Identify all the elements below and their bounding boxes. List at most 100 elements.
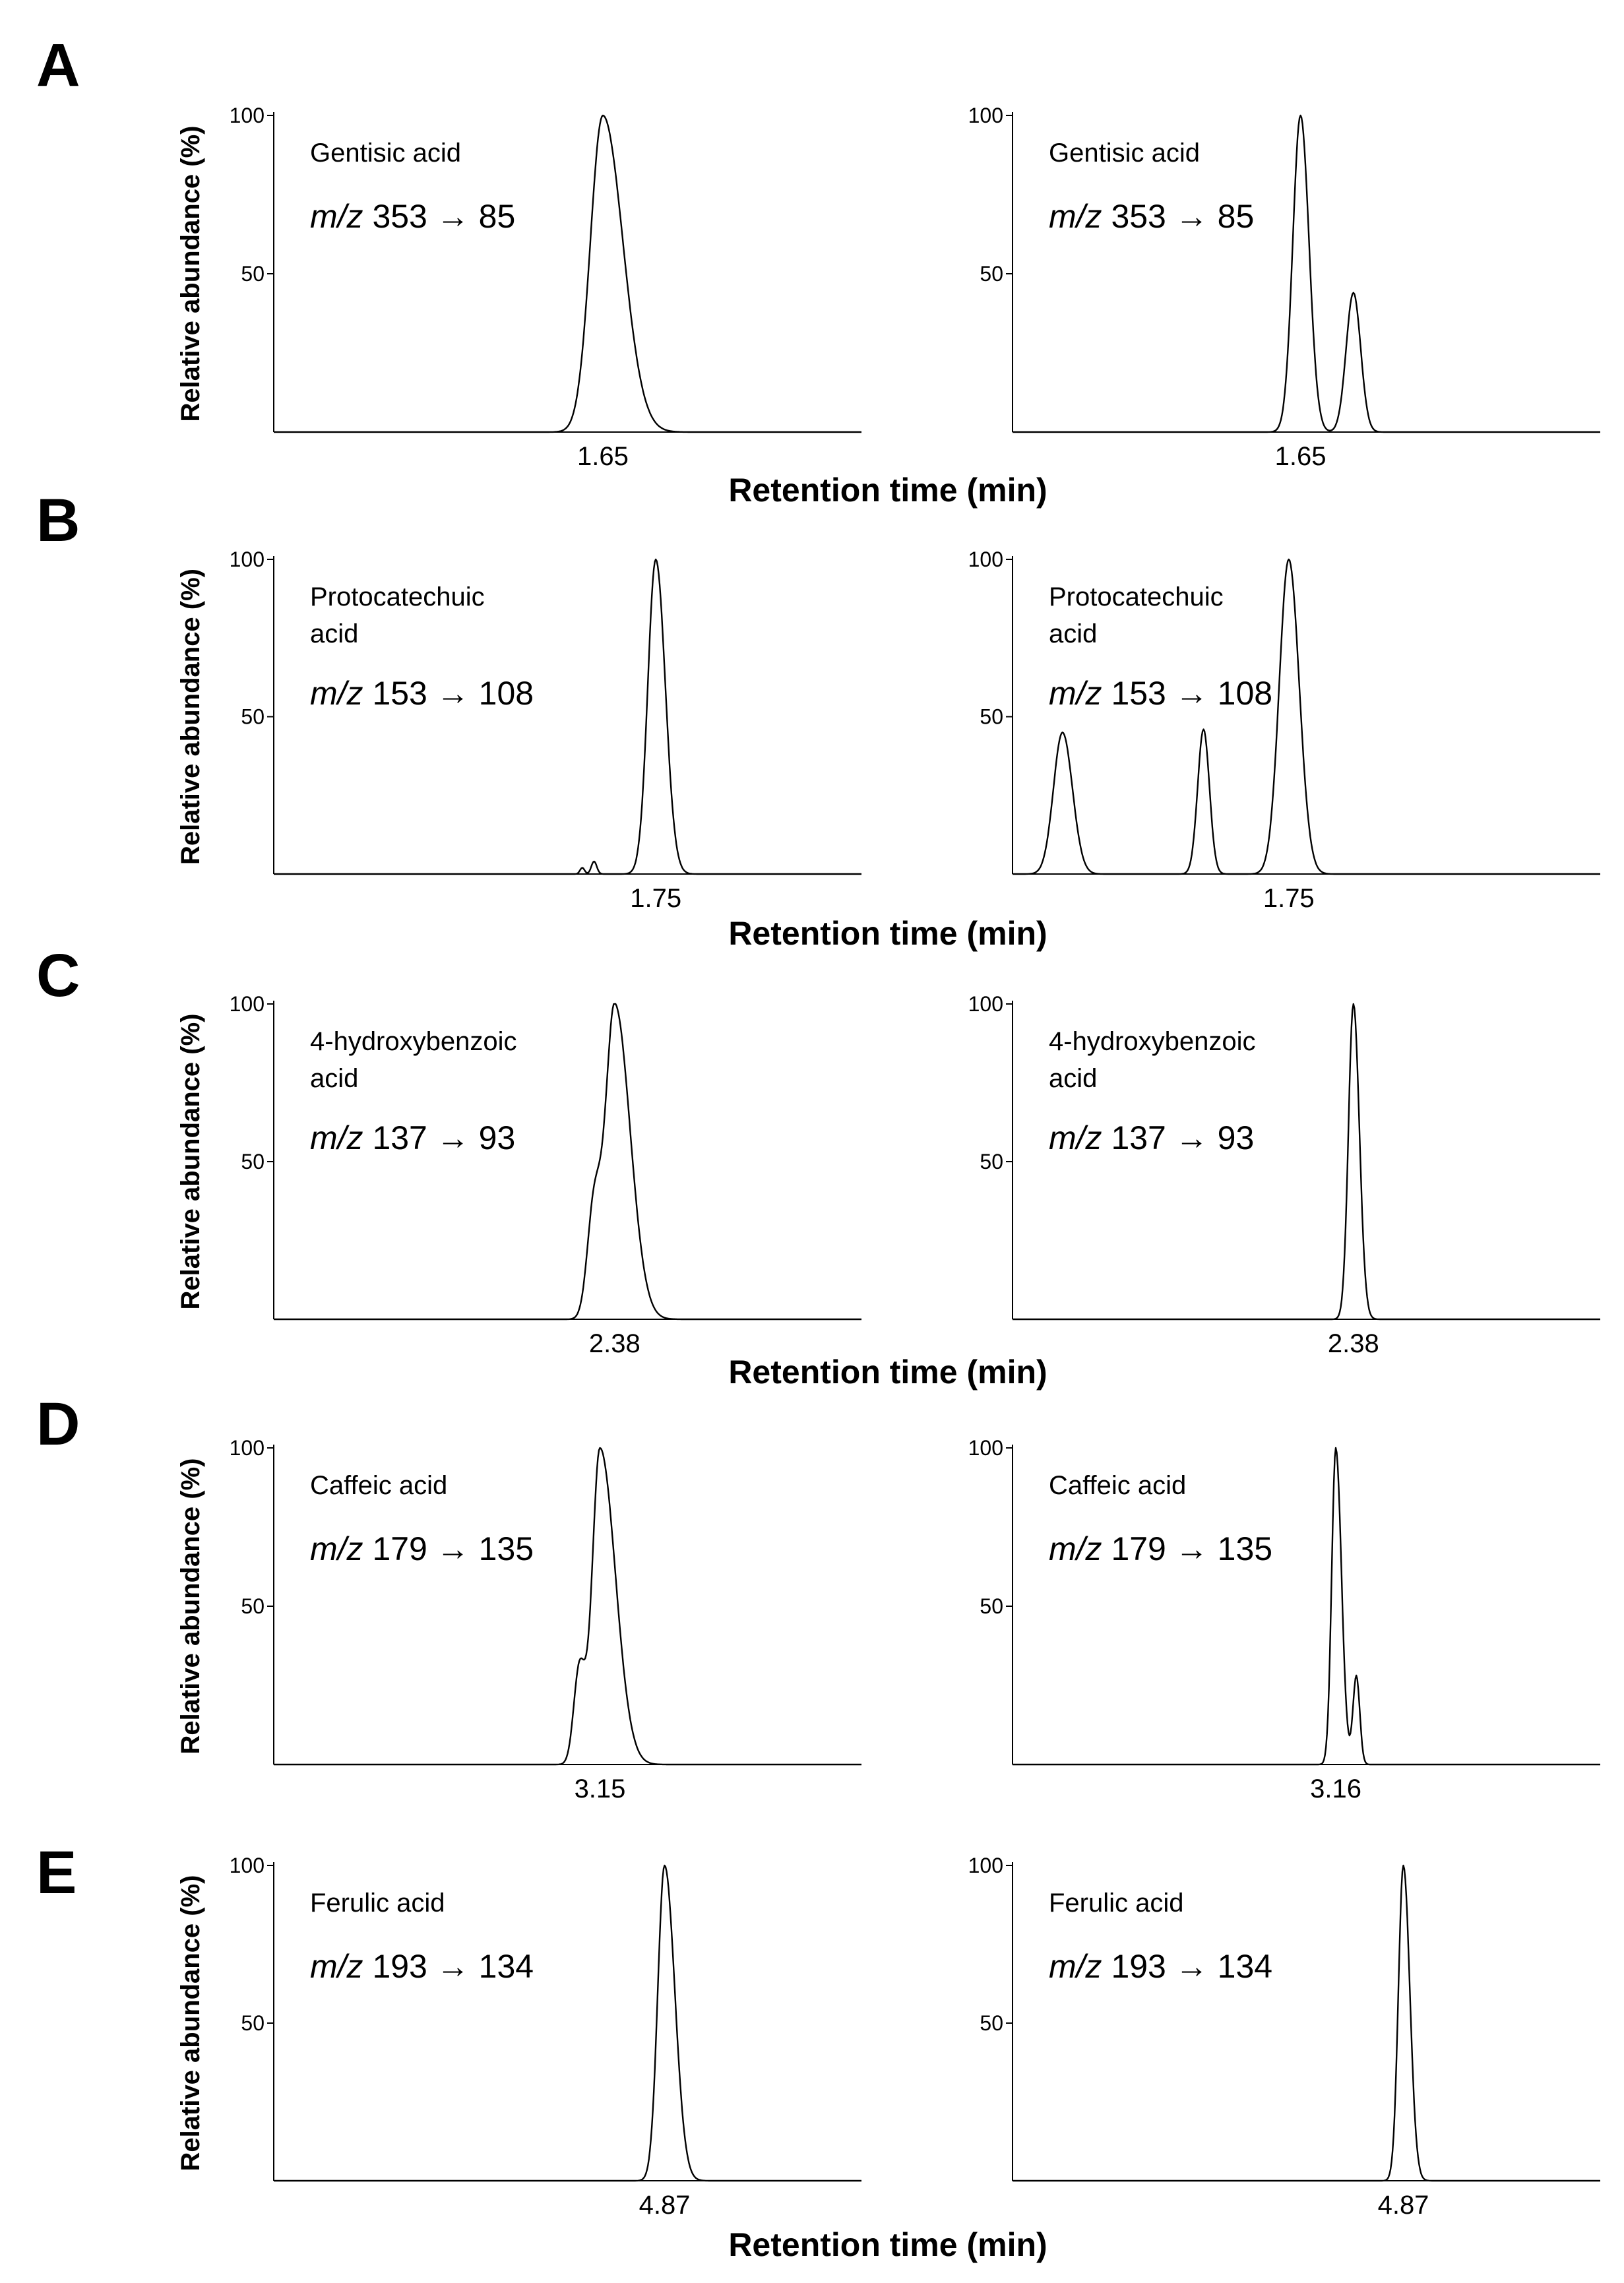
mz-symbol: m/z (310, 1530, 363, 1567)
mz-symbol: m/z (310, 675, 363, 712)
mz-symbol: m/z (310, 198, 363, 235)
y-tick-label: 100 (230, 992, 265, 1016)
compound-name: 4-hydroxybenzoic (310, 1027, 517, 1056)
retention-time-label: 3.16 (1310, 1774, 1361, 1803)
mz-symbol: m/z (1049, 198, 1102, 235)
retention-time-label: 1.65 (577, 442, 629, 471)
transition-value: 353 → 85 (363, 198, 516, 235)
mrm-transition: m/z 353 → 85 (310, 198, 515, 235)
y-axis-label: Relative abundance (%) (176, 1875, 205, 2171)
panel-A: A Relative abundance (%) 100 50 1.65 Gentisic… (36, 32, 1600, 509)
y-tick-label: 100 (230, 1854, 265, 1877)
y-tick-label: 100 (230, 104, 265, 127)
transition-value: 137 → 93 (1102, 1119, 1255, 1156)
mz-symbol: m/z (1049, 1530, 1102, 1567)
retention-time-label: 4.87 (639, 2191, 691, 2220)
mrm-transition: m/z 153 → 108 (1049, 675, 1272, 712)
mz-symbol: m/z (310, 1119, 363, 1156)
retention-time-label: 1.65 (1275, 442, 1327, 471)
compound-name: acid (310, 619, 358, 648)
transition-value: 179 → 135 (363, 1530, 534, 1567)
mrm-transition: m/z 137 → 93 (1049, 1119, 1254, 1156)
compound-name: Gentisic acid (1049, 139, 1200, 168)
y-tick-label: 100 (230, 547, 265, 571)
y-tick-label: 50 (980, 1150, 1003, 1173)
chromatogram-trace (1013, 1864, 1600, 2182)
chromatogram-standard: 100 50 1.75 Protocatechuic acid m/z 153 → 108 (230, 547, 861, 913)
compound-name: Ferulic acid (1049, 1889, 1184, 1918)
chromatogram-sample: 100 50 1.65 Gentisic acid m/z 353 → 85 (968, 104, 1600, 471)
chromatogram-trace (1013, 558, 1600, 875)
mz-symbol: m/z (310, 1948, 363, 1985)
y-tick-label: 100 (968, 104, 1003, 127)
x-axis-label: Retention time (min) (728, 1354, 1047, 1391)
y-axis-label: Relative abundance (%) (176, 569, 205, 865)
transition-value: 179 → 135 (1102, 1530, 1273, 1567)
y-tick-label: 100 (968, 547, 1003, 571)
chromatogram-trace (274, 1864, 861, 2182)
y-tick-label: 50 (241, 705, 265, 729)
mrm-transition: m/z 137 → 93 (310, 1119, 515, 1156)
chromatogram-trace (274, 1003, 861, 1321)
mrm-transition: m/z 193 → 134 (1049, 1948, 1272, 1985)
y-tick-label: 100 (968, 1436, 1003, 1460)
panel-B: B Relative abundance (%) 100 50 1.75 Protocat… (36, 487, 1600, 952)
retention-time-label: 4.87 (1378, 2191, 1429, 2220)
y-axis-label: Relative abundance (%) (176, 1458, 205, 1754)
y-tick-label: 50 (241, 2011, 265, 2035)
mrm-transition: m/z 353 → 85 (1049, 198, 1254, 235)
retention-time-label: 2.38 (1328, 1329, 1379, 1358)
chromatogram-trace (1013, 114, 1600, 433)
chromatogram-standard: 100 50 2.38 4-hydroxybenzoic acid m/z 137 → 9… (230, 992, 861, 1358)
y-tick-label: 50 (241, 1150, 265, 1173)
panel-letter: B (36, 487, 80, 554)
y-tick-label: 50 (241, 1594, 265, 1618)
mz-symbol: m/z (1049, 675, 1102, 712)
y-tick-label: 50 (241, 262, 265, 286)
chromatogram-trace (274, 1447, 861, 1766)
compound-name: acid (1049, 619, 1097, 648)
panel-letter: D (36, 1391, 80, 1458)
mrm-transition: m/z 179 → 135 (310, 1530, 534, 1567)
compound-name: Protocatechuic (310, 582, 485, 611)
compound-name: acid (1049, 1064, 1097, 1093)
retention-time-label: 1.75 (1263, 884, 1315, 913)
compound-name: acid (310, 1064, 358, 1093)
y-tick-label: 50 (980, 262, 1003, 286)
mz-symbol: m/z (1049, 1119, 1102, 1156)
chromatogram-trace (1013, 1447, 1600, 1766)
x-axis-label: Retention time (min) (728, 2226, 1047, 2263)
chromatogram-trace (274, 114, 861, 433)
compound-name: Caffeic acid (310, 1471, 447, 1500)
transition-value: 193 → 134 (363, 1948, 534, 1985)
mz-symbol: m/z (1049, 1948, 1102, 1985)
compound-name: 4-hydroxybenzoic (1049, 1027, 1256, 1056)
retention-time-label: 1.75 (630, 884, 681, 913)
compound-name: Protocatechuic (1049, 582, 1224, 611)
panel-letter: E (36, 1839, 77, 1906)
compound-name: Ferulic acid (310, 1889, 445, 1918)
y-tick-label: 100 (230, 1436, 265, 1460)
chromatogram-trace (1013, 1003, 1600, 1321)
panel-letter: A (36, 32, 80, 99)
y-axis-label: Relative abundance (%) (176, 125, 205, 422)
mrm-transition: m/z 179 → 135 (1049, 1530, 1272, 1567)
y-tick-label: 50 (980, 705, 1003, 729)
transition-value: 153 → 108 (363, 675, 534, 712)
chromatogram-trace (274, 558, 861, 875)
retention-time-label: 2.38 (589, 1329, 640, 1358)
transition-value: 153 → 108 (1102, 675, 1273, 712)
transition-value: 193 → 134 (1102, 1948, 1273, 1985)
panel-E: E Relative abundance (%) 100 50 4.87 Ferulic … (36, 1839, 1600, 2263)
y-axis-label: Relative abundance (%) (176, 1013, 205, 1309)
transition-value: 353 → 85 (1102, 198, 1255, 235)
transition-value: 137 → 93 (363, 1119, 516, 1156)
